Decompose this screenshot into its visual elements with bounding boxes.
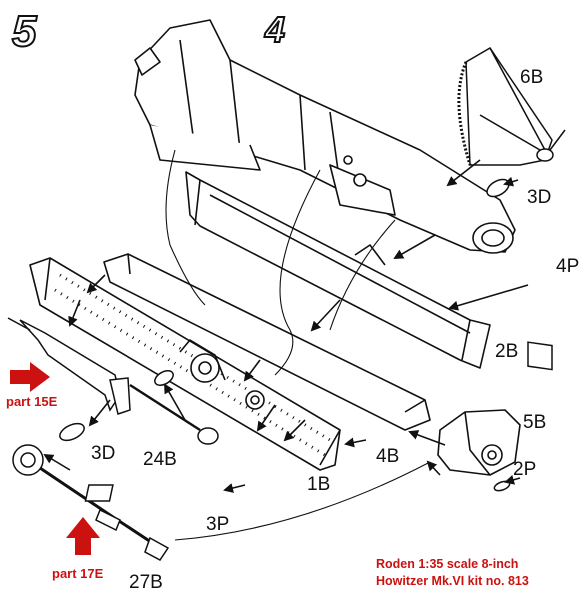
red-arrow-right [10,362,50,392]
label-5B: 5B [523,412,547,433]
cradle-2B [185,171,491,369]
label-6B: 6B [520,67,544,88]
label-3D-left: 3D [91,443,116,464]
arrow-1B-a [283,419,306,442]
rod-27B [12,444,170,561]
label-3P: 3P [206,514,230,535]
guide-lines [165,149,431,541]
label-1B: 1B [307,474,331,495]
label-2P: 2P [513,459,537,480]
callout-part-15E: part 15E [6,394,58,409]
callout-part-17E: part 17E [52,566,104,581]
label-27B: 27B [129,572,163,593]
step-number-4: 4 [264,9,286,50]
lever-assembly [7,317,219,445]
credit-line-2: Howitzer Mk.VI kit no. 813 [376,573,529,588]
trail-frame-1B [29,257,341,471]
elevation-arc-6B [457,46,566,166]
barrel [134,19,516,254]
red-arrow-up [66,517,100,555]
arrow-3P [223,483,246,493]
arrow-5B [408,430,446,446]
arrow-frame-left [86,274,106,294]
kit-credit: Roden 1:35 scale 8-inch Howitzer Mk.VI k… [376,556,529,590]
arrow-4P [448,284,529,311]
arrow-2B [310,299,341,332]
arrow-6B [446,159,481,187]
arrow-gearbox-pin [426,460,441,476]
arrows [43,159,529,493]
credit-line-1: Roden 1:35 scale 8-inch [376,557,519,571]
arrow-2P [504,474,521,485]
pin-small [154,370,174,386]
label-4B: 4B [376,446,400,467]
arrow-24B [164,383,186,421]
step-number-5: 5 [11,7,38,56]
plate-3P [84,484,114,502]
label-2B: 2B [495,341,519,362]
arrow-barrel-cradle [393,234,436,259]
arrow-3D-left [88,399,111,427]
arrow-lever [68,299,81,327]
arrow-4B [344,437,367,448]
label-3D-top: 3D [527,187,552,208]
arrow-cradle-frame [243,359,261,382]
pin-3D-left [59,422,85,442]
plate-4P [527,341,553,371]
arrow-rod [43,453,71,471]
arrow-1B-b [256,404,276,432]
label-24B: 24B [143,449,177,470]
cradle-plate-4B [103,253,431,431]
label-4P: 4P [556,256,580,277]
arrow-3D-top [503,176,519,187]
gearbox-5B [437,409,521,476]
